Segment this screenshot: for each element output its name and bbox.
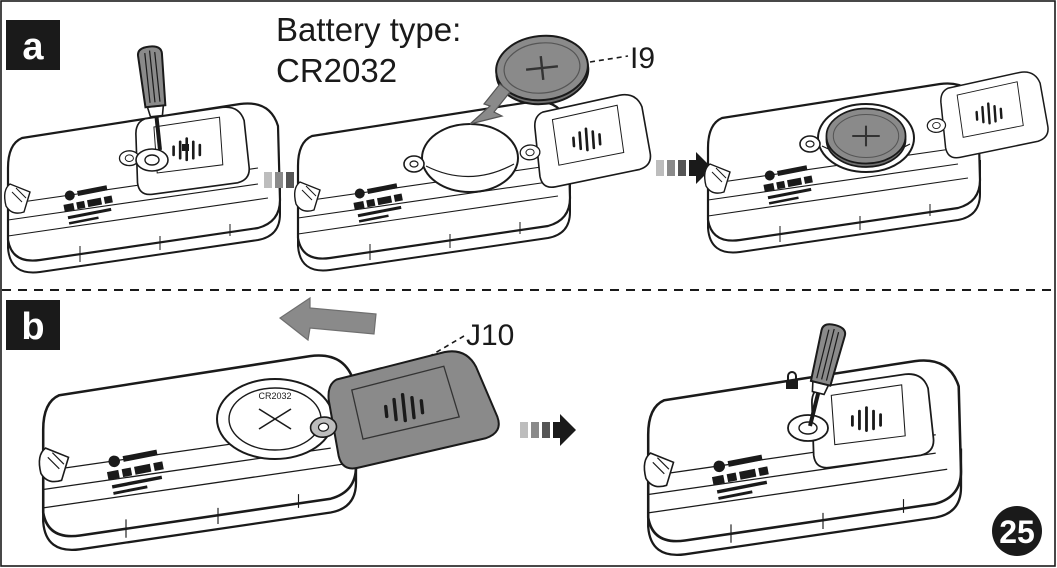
section-a: a Battery type: CR2032 xyxy=(3,11,1051,274)
battery-engraving: CR2032 xyxy=(258,391,291,401)
device-step-a3 xyxy=(703,82,982,254)
device-step-b1: CR2032 xyxy=(38,354,358,552)
device-step-b2 xyxy=(643,359,963,557)
lock-icon xyxy=(786,371,798,389)
callout-i9: I9 xyxy=(630,42,655,75)
page-number-badge: 25 xyxy=(992,506,1042,556)
process-arrow-a2 xyxy=(656,152,712,184)
section-b: b J10 CR2032 xyxy=(6,296,1042,557)
device-step-a2 xyxy=(293,100,572,272)
slide-arrow xyxy=(278,296,377,342)
callout-line-i9 xyxy=(589,55,629,63)
step-badge-a-label: a xyxy=(22,26,44,68)
callout-j10: J10 xyxy=(466,319,514,352)
battery-type-label: Battery type: xyxy=(276,11,461,48)
step-badge-b: b xyxy=(6,300,60,350)
callout-line-j10 xyxy=(429,335,465,357)
battery-model-label: CR2032 xyxy=(276,52,397,89)
cover-j10-gray xyxy=(309,350,500,470)
screw-slot xyxy=(135,148,169,172)
device-step-a1 xyxy=(3,102,282,274)
page-number: 25 xyxy=(999,514,1035,550)
unlock-icon xyxy=(182,144,189,151)
step-badge-b-label: b xyxy=(21,306,44,348)
process-arrow-b1 xyxy=(520,414,576,446)
battery-coin-i9 xyxy=(491,30,593,110)
insert-arrow xyxy=(469,83,511,125)
step-badge-a: a xyxy=(6,20,60,70)
screw-head-b2 xyxy=(787,414,829,442)
